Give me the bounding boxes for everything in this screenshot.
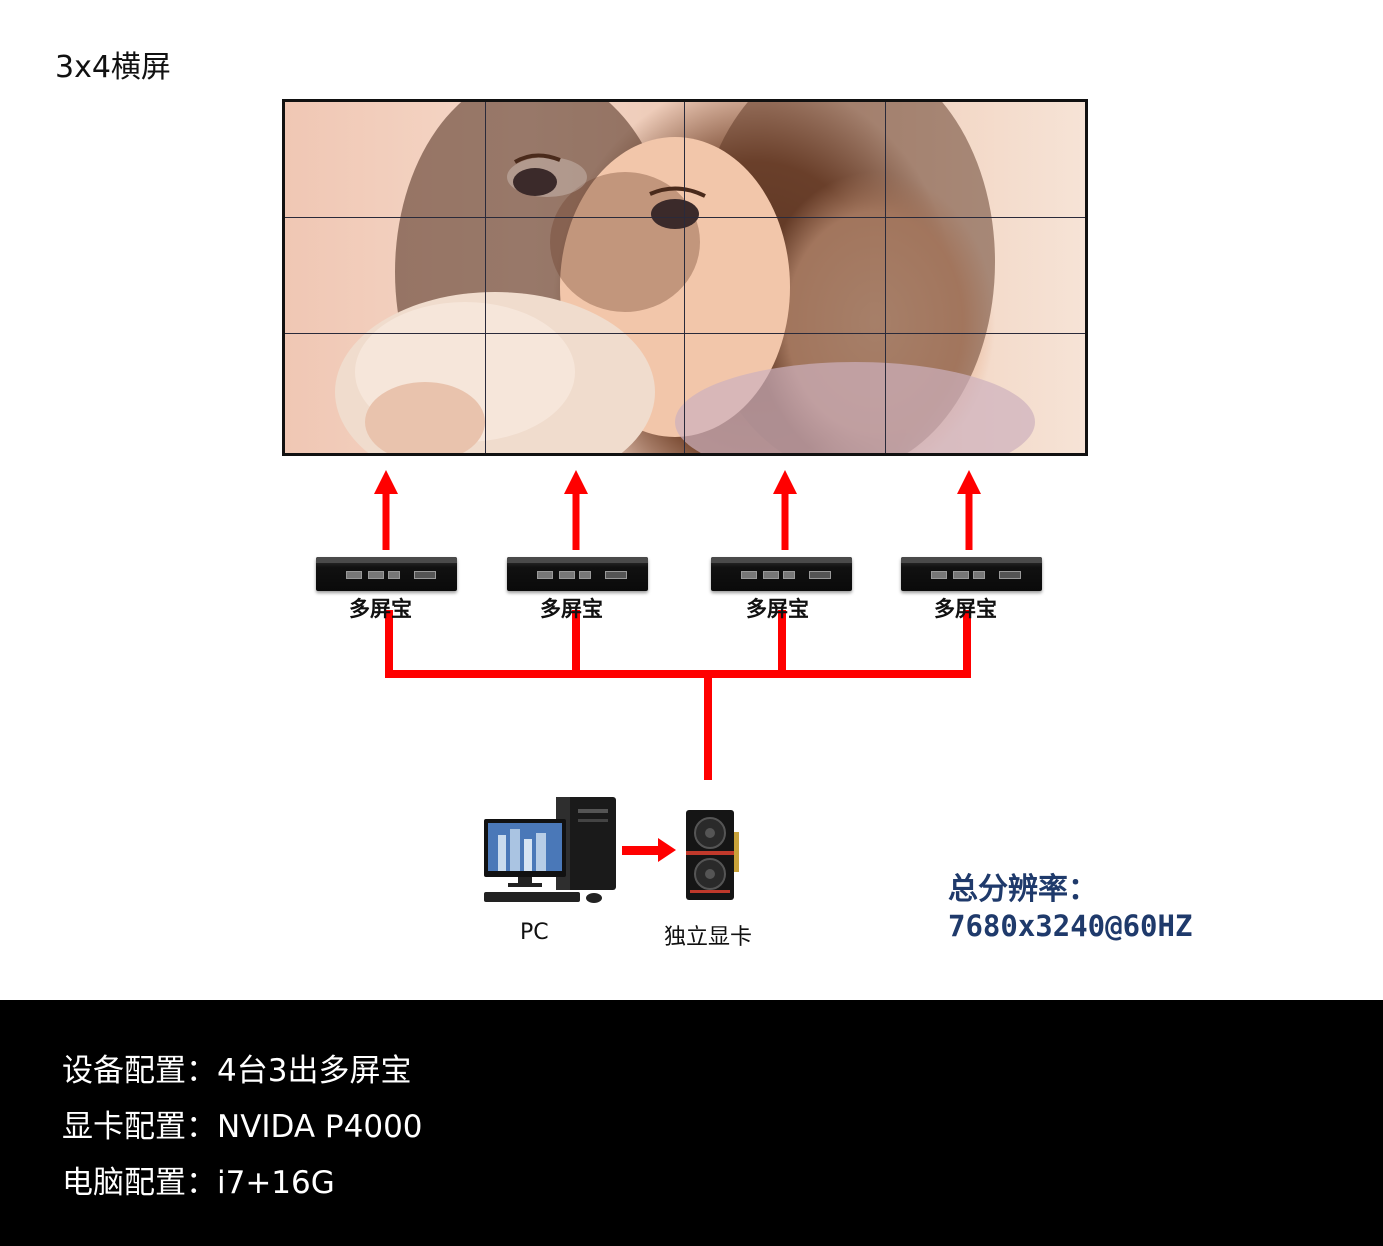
resolution-value: 7680x3240@60HZ <box>948 909 1193 943</box>
connection-diagram <box>374 470 981 862</box>
pc-icon <box>484 797 616 903</box>
page-title: 3x4横屏 <box>55 50 171 85</box>
video-wall <box>282 99 1088 456</box>
multi-screen-box-2 <box>507 557 648 591</box>
wall-image <box>335 102 1035 453</box>
device-label: 多屏宝 <box>349 597 412 621</box>
device-config-text: 设备配置：4台3出多屏宝 <box>62 1053 412 1089</box>
device-label: 多屏宝 <box>746 597 809 621</box>
device-label: 多屏宝 <box>540 597 603 621</box>
gpu-label: 独立显卡 <box>664 925 753 950</box>
multi-screen-box-3 <box>711 557 852 591</box>
gpu-icon <box>686 810 739 900</box>
multi-screen-box-1 <box>316 557 457 591</box>
pc-config-text: 电脑配置：i7+16G <box>62 1165 335 1201</box>
gpu-config-text: 显卡配置：NVIDA P4000 <box>62 1109 423 1145</box>
device-label: 多屏宝 <box>934 597 997 621</box>
multi-screen-box-4 <box>901 557 1042 591</box>
resolution-title: 总分辨率： <box>948 872 1098 907</box>
pc-label: PC <box>520 920 549 945</box>
footer-panel: 设备配置：4台3出多屏宝 显卡配置：NVIDA P4000 电脑配置：i7+16… <box>0 1000 1383 1246</box>
